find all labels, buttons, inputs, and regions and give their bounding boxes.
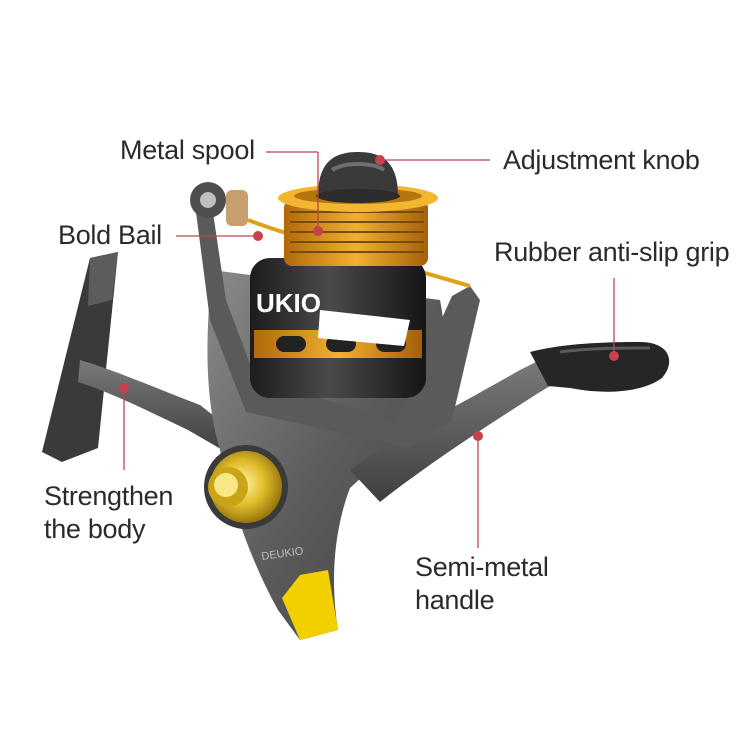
label-semi-metal-handle-line1: Semi-metal [415, 552, 549, 582]
label-rubber-grip: Rubber anti-slip grip [494, 236, 730, 269]
label-strengthen-body-line1: Strengthen [44, 481, 174, 511]
callout-lines [123, 151, 615, 548]
label-strengthen-body-line2: the body [44, 514, 146, 544]
spool-brand-text: UKIO [256, 288, 321, 318]
label-semi-metal-handle: Semi-metal handle [415, 551, 549, 617]
side-cap-knob [204, 445, 288, 529]
left-handle-knob [42, 252, 118, 462]
label-semi-metal-handle-line2: handle [415, 585, 495, 615]
callout-dots [119, 155, 619, 441]
right-handle-arm [350, 360, 560, 502]
metal-spool: UKIO [250, 258, 426, 398]
label-adjustment-knob-line: Adjustment knob [503, 145, 700, 175]
body-brand-text: DEUKIO [261, 545, 305, 563]
label-metal-spool: Metal spool [120, 134, 255, 167]
body-yellow-accent [282, 570, 338, 640]
label-strengthen-body: Strengthen the body [44, 480, 173, 546]
label-rubber-grip-line: Rubber anti-slip grip [494, 237, 730, 267]
rubber-grip-highlight [559, 346, 651, 354]
label-bold-bail: Bold Bail [58, 219, 162, 252]
rubber-grip [530, 342, 670, 392]
left-handle-arm [78, 360, 232, 452]
bail-roller [190, 182, 248, 226]
label-adjustment-knob: Adjustment knob [503, 144, 700, 177]
label-bold-bail-line: Bold Bail [58, 220, 162, 250]
label-metal-spool-line: Metal spool [120, 135, 255, 165]
